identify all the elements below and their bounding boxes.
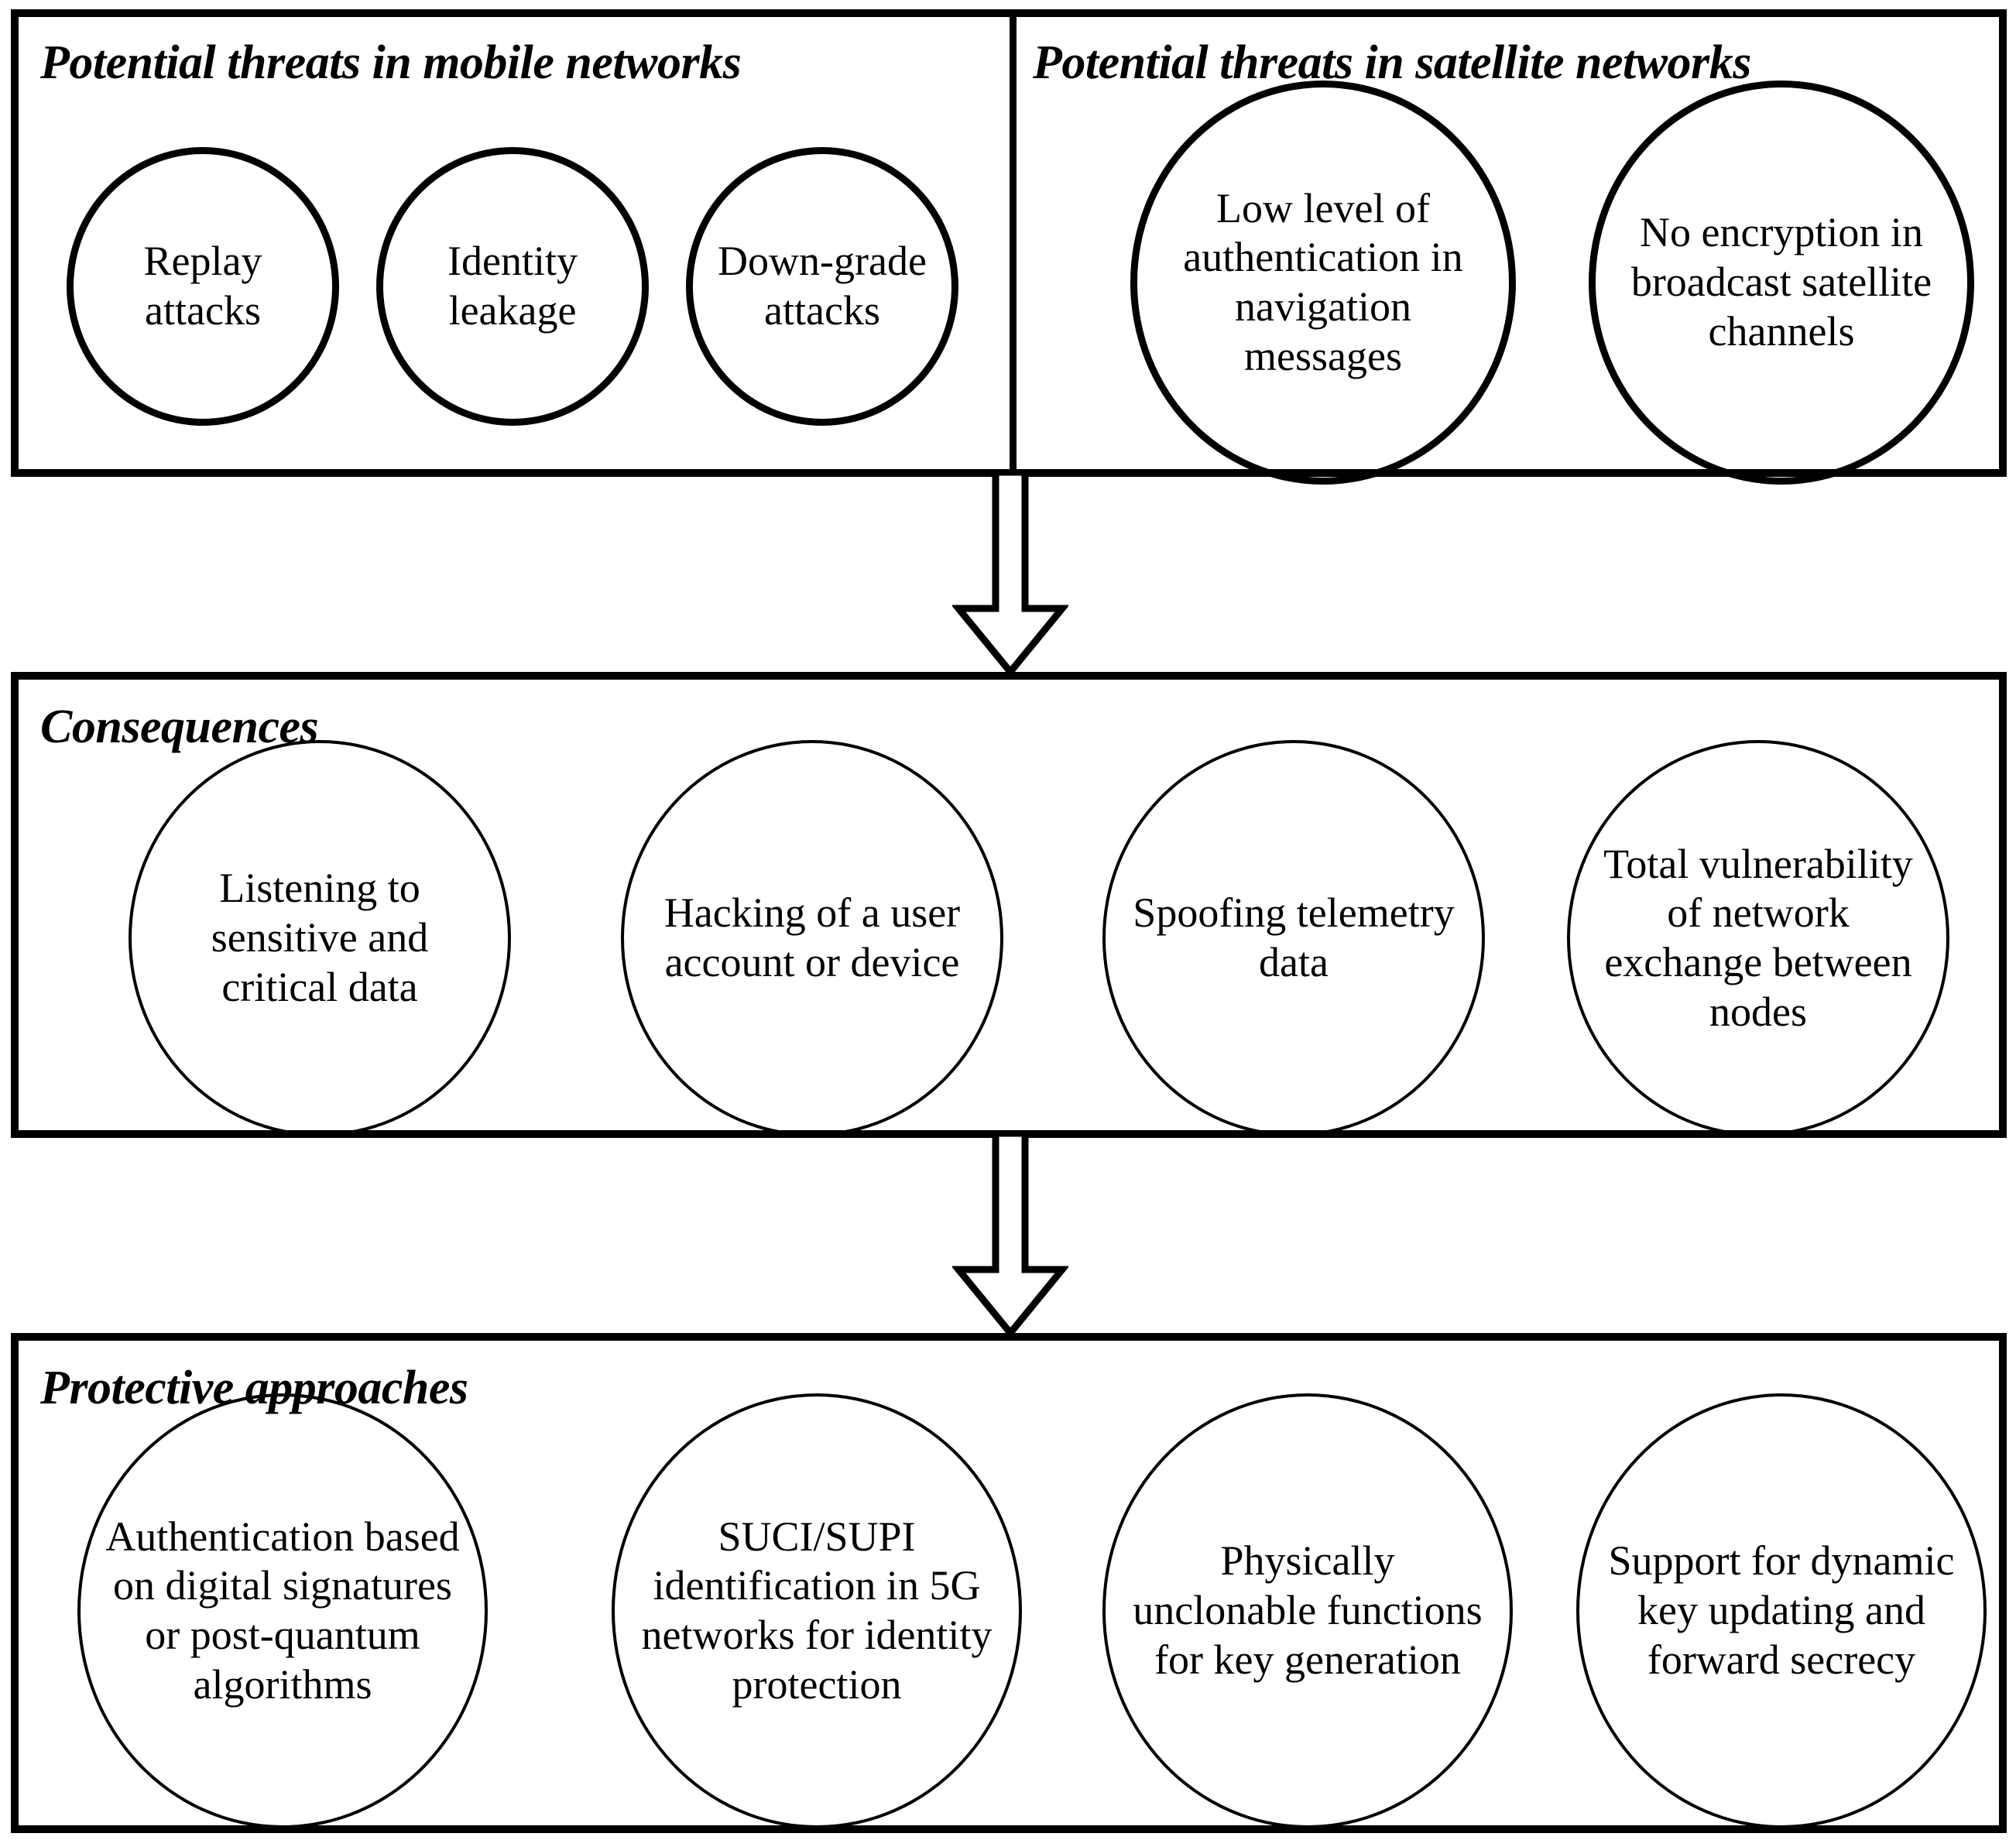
node-label: Listening to sensitive and critical data: [211, 865, 429, 1010]
node-no-encryption-broadcast[interactable]: No encryption in broadcast satellite cha…: [1589, 81, 1974, 485]
node-label: Authentication based on digital signatur…: [105, 1513, 460, 1708]
node-replay-attacks[interactable]: Replay attacks: [67, 147, 339, 426]
node-label: Physically unclonable functions for key …: [1133, 1537, 1483, 1683]
node-label: Total vulnerability of network exchange …: [1603, 840, 1913, 1035]
node-physically-unclonable-functions[interactable]: Physically unclonable functions for key …: [1102, 1393, 1513, 1828]
node-suci-supi-identification[interactable]: SUCI/SUPI identification in 5G networks …: [612, 1393, 1022, 1828]
panel-potential-threats: Potential threats in mobile networks Pot…: [11, 9, 2007, 485]
node-label: SUCI/SUPI identification in 5G networks …: [641, 1513, 993, 1708]
panel-protective-approaches: Protective approaches Authentication bas…: [11, 1333, 2007, 1833]
node-label: Support for dynamic key updating and for…: [1608, 1537, 1955, 1683]
node-label: Spoofing telemetry data: [1133, 889, 1455, 985]
node-hacking-user-account[interactable]: Hacking of a user account or device: [621, 740, 1003, 1136]
panel-vertical-divider: [1010, 17, 1017, 469]
node-label: Hacking of a user account or device: [663, 889, 961, 985]
node-listening-sensitive-data[interactable]: Listening to sensitive and critical data: [129, 740, 511, 1136]
node-low-level-authentication[interactable]: Low level of authentication in navigatio…: [1130, 81, 1516, 485]
heading-satellite-threats: Potential threats in satellite networks: [1033, 36, 1751, 89]
down-block-arrow-icon: [952, 472, 1068, 677]
node-label: Low level of authentication in navigatio…: [1183, 184, 1463, 379]
heading-mobile-threats: Potential threats in mobile networks: [40, 36, 742, 89]
down-block-arrow-icon: [952, 1133, 1068, 1338]
node-label: Down-grade attacks: [718, 238, 927, 334]
node-authentication-digital-signatures[interactable]: Authentication based on digital signatur…: [77, 1393, 488, 1828]
node-downgrade-attacks[interactable]: Down-grade attacks: [686, 147, 958, 426]
node-label: Identity leakage: [447, 238, 578, 334]
node-dynamic-key-updating[interactable]: Support for dynamic key updating and for…: [1576, 1393, 1987, 1828]
node-total-vulnerability[interactable]: Total vulnerability of network exchange …: [1567, 740, 1949, 1136]
panel-consequences: Consequences Listening to sensitive and …: [11, 672, 2007, 1138]
node-spoofing-telemetry-data[interactable]: Spoofing telemetry data: [1102, 740, 1485, 1136]
node-label: No encryption in broadcast satellite cha…: [1630, 209, 1932, 355]
heading-consequences: Consequences: [40, 701, 319, 753]
node-label: Replay attacks: [143, 238, 262, 334]
node-identity-leakage[interactable]: Identity leakage: [376, 147, 649, 426]
